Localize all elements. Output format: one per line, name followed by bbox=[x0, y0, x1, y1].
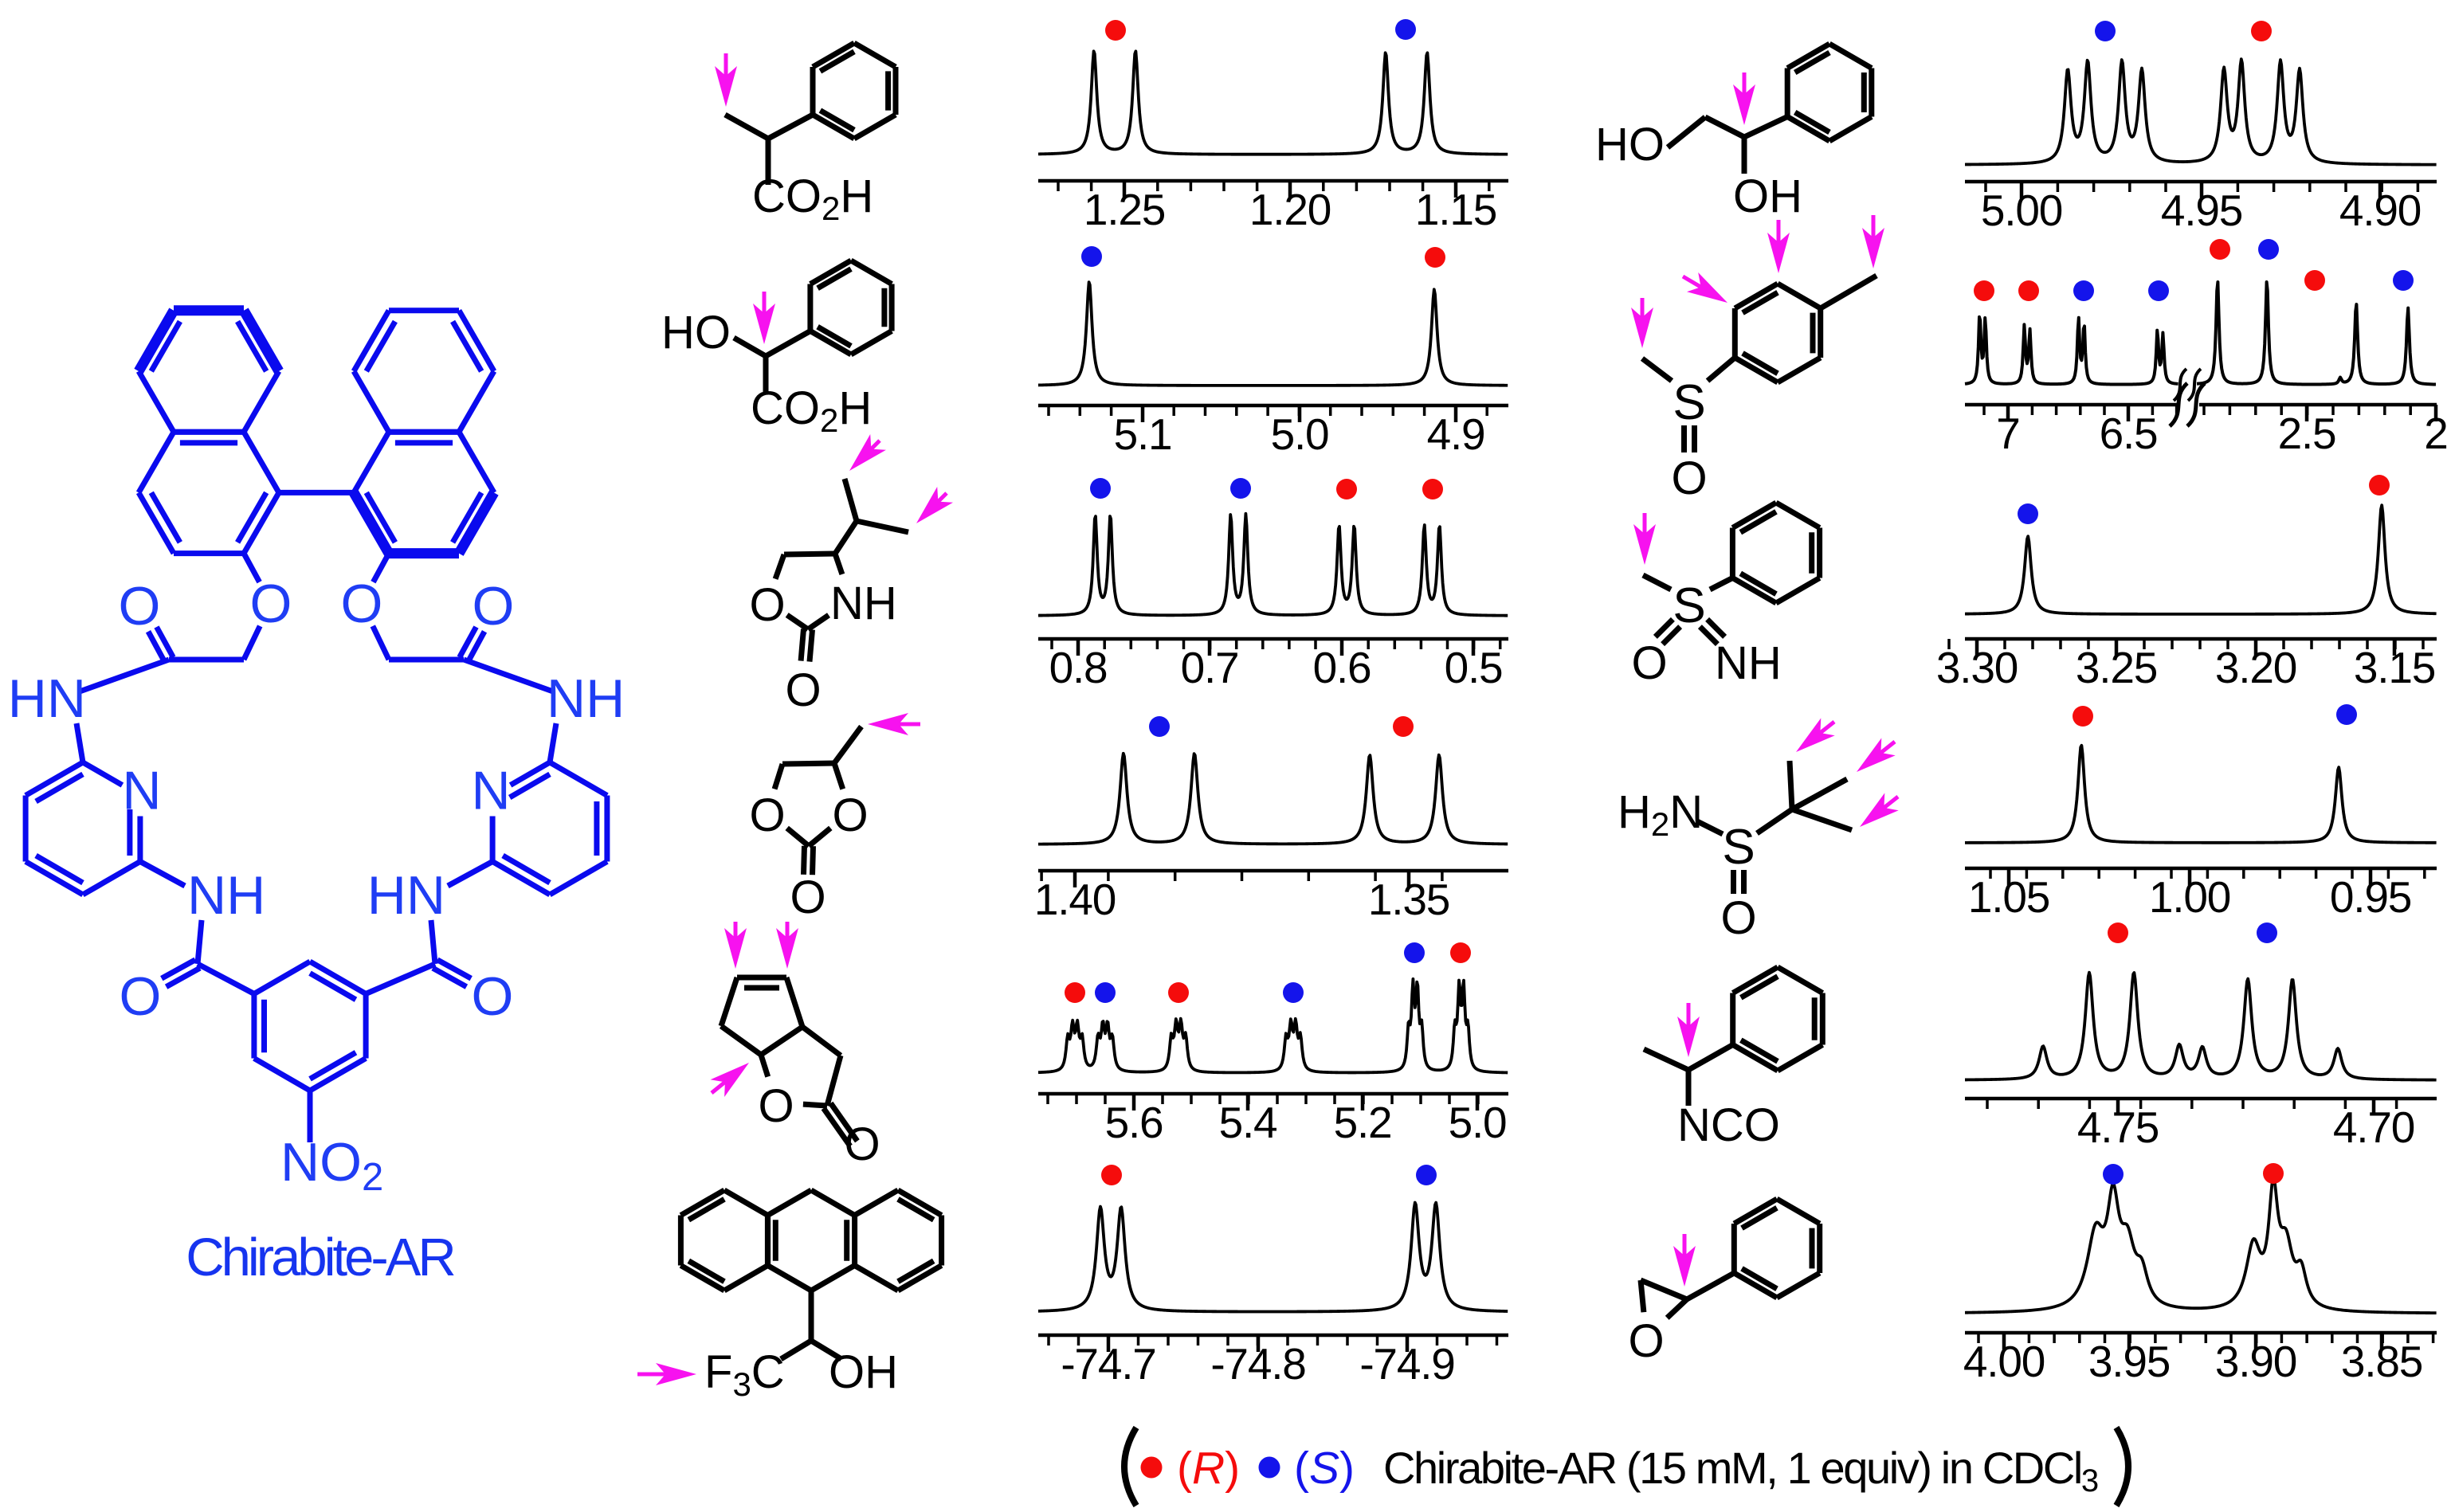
svg-text:4.70: 4.70 bbox=[2333, 1103, 2414, 1152]
svg-text:O: O bbox=[472, 966, 514, 1027]
svg-text:O: O bbox=[1631, 637, 1667, 689]
svg-text:3.30: 3.30 bbox=[1936, 643, 2018, 692]
svg-text:0.8: 0.8 bbox=[1049, 643, 1108, 692]
svg-text:S: S bbox=[1722, 820, 1755, 875]
svg-text:-74.8: -74.8 bbox=[1210, 1339, 1305, 1389]
svg-text:1.15: 1.15 bbox=[1415, 185, 1496, 234]
svg-text:2: 2 bbox=[2424, 409, 2447, 458]
svg-text:1.25: 1.25 bbox=[1084, 185, 1165, 234]
svg-text:-74.7: -74.7 bbox=[1061, 1339, 1155, 1389]
svg-text:OH: OH bbox=[829, 1346, 898, 1398]
svg-text:3.20: 3.20 bbox=[2215, 643, 2296, 692]
svg-text:O: O bbox=[790, 872, 825, 923]
svg-text:N: N bbox=[122, 761, 161, 821]
svg-text:0.95: 0.95 bbox=[2330, 872, 2411, 922]
svg-text:O: O bbox=[250, 574, 292, 634]
svg-text:5.1: 5.1 bbox=[1114, 409, 1172, 459]
svg-text:S: S bbox=[1673, 375, 1705, 430]
svg-text:HN: HN bbox=[8, 668, 86, 729]
svg-text:0.6: 0.6 bbox=[1313, 643, 1371, 692]
svg-text:5.2: 5.2 bbox=[1334, 1098, 1392, 1147]
svg-text:CO2H: CO2H bbox=[752, 170, 873, 227]
svg-text:3.25: 3.25 bbox=[2076, 643, 2157, 692]
svg-text:4.00: 4.00 bbox=[1963, 1337, 2045, 1386]
svg-text:O: O bbox=[341, 574, 383, 634]
svg-text:2.5: 2.5 bbox=[2278, 409, 2336, 458]
svg-text:7: 7 bbox=[1996, 409, 2019, 458]
svg-text:O: O bbox=[473, 576, 515, 637]
svg-text:HN: HN bbox=[367, 865, 445, 926]
svg-text:4.90: 4.90 bbox=[2339, 186, 2421, 235]
svg-text:NH: NH bbox=[547, 668, 625, 729]
svg-text:O: O bbox=[1628, 1315, 1664, 1367]
svg-text:O: O bbox=[1671, 452, 1707, 504]
svg-text:0.5: 0.5 bbox=[1445, 643, 1503, 692]
svg-text:3.85: 3.85 bbox=[2341, 1337, 2422, 1386]
svg-text:CO2H: CO2H bbox=[751, 382, 872, 439]
svg-text:5.0: 5.0 bbox=[1449, 1098, 1507, 1147]
svg-text:1.40: 1.40 bbox=[1034, 875, 1116, 924]
svg-text:5.6: 5.6 bbox=[1105, 1098, 1163, 1147]
svg-text:O: O bbox=[832, 789, 868, 841]
svg-text:O: O bbox=[120, 966, 162, 1027]
svg-text:O: O bbox=[785, 664, 821, 716]
svg-text:O: O bbox=[844, 1118, 880, 1170]
svg-text:4.9: 4.9 bbox=[1427, 409, 1485, 459]
svg-text:O: O bbox=[119, 576, 161, 637]
svg-text:O: O bbox=[749, 789, 785, 841]
svg-text:-74.9: -74.9 bbox=[1359, 1339, 1454, 1389]
svg-text:O: O bbox=[758, 1080, 794, 1132]
svg-text:O: O bbox=[749, 579, 785, 631]
svg-text:5.4: 5.4 bbox=[1219, 1098, 1277, 1147]
svg-text:1.35: 1.35 bbox=[1368, 875, 1449, 924]
svg-text:NH: NH bbox=[830, 578, 897, 629]
svg-text:S: S bbox=[1673, 578, 1705, 633]
svg-text:NH: NH bbox=[1715, 637, 1782, 689]
svg-text:3.90: 3.90 bbox=[2215, 1337, 2296, 1386]
svg-text:0.7: 0.7 bbox=[1181, 643, 1239, 692]
svg-text:3.15: 3.15 bbox=[2354, 643, 2435, 692]
svg-text:O: O bbox=[1720, 892, 1756, 944]
svg-text:1.00: 1.00 bbox=[2149, 872, 2230, 922]
svg-text:5.0: 5.0 bbox=[1271, 409, 1329, 459]
svg-text:1.20: 1.20 bbox=[1249, 185, 1331, 234]
svg-text:1.05: 1.05 bbox=[1968, 872, 2049, 922]
svg-text:N: N bbox=[472, 761, 511, 821]
svg-text:5.00: 5.00 bbox=[1981, 186, 2062, 235]
svg-text:NH: NH bbox=[187, 865, 265, 926]
svg-text:HO: HO bbox=[661, 307, 731, 358]
svg-text:Chirabite-AR: Chirabite-AR bbox=[186, 1228, 454, 1287]
svg-text:6.5: 6.5 bbox=[2100, 409, 2158, 458]
svg-text:(R): (R) bbox=[1177, 1443, 1240, 1494]
svg-text:4.95: 4.95 bbox=[2161, 186, 2242, 235]
svg-text:NCO: NCO bbox=[1677, 1099, 1780, 1151]
svg-text:HO: HO bbox=[1595, 119, 1665, 170]
svg-text:4.75: 4.75 bbox=[2077, 1103, 2159, 1152]
svg-text:(S): (S) bbox=[1294, 1443, 1355, 1494]
svg-text:Chirabite-AR (15 mM, 1 equiv): Chirabite-AR (15 mM, 1 equiv) in CDCl3 bbox=[1383, 1443, 2098, 1498]
svg-text:OH: OH bbox=[1733, 170, 1802, 222]
svg-text:3.95: 3.95 bbox=[2088, 1337, 2170, 1386]
